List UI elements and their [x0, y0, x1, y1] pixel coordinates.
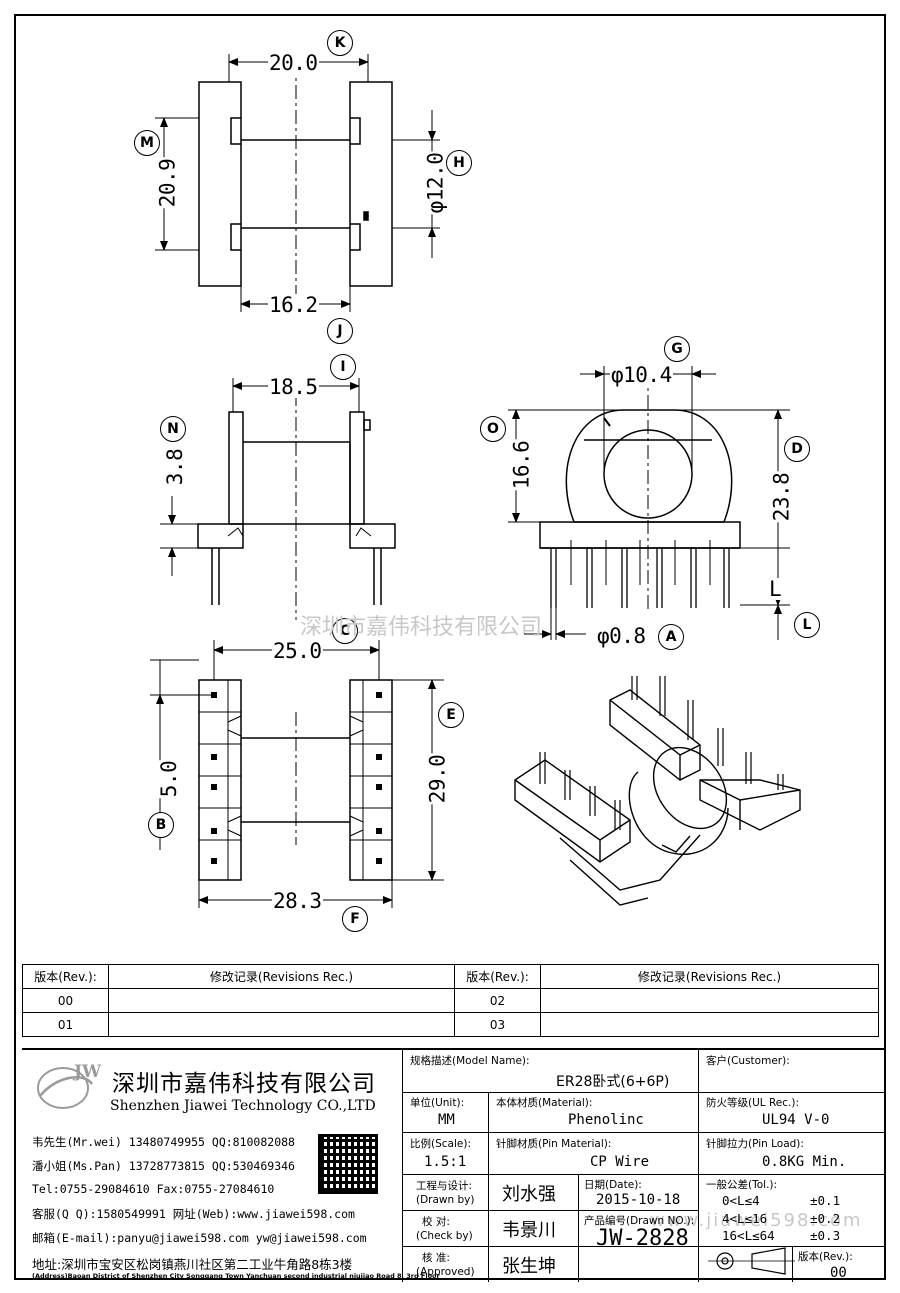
ul-label: 防火等级(UL Rec.):	[706, 1097, 799, 1109]
tol-range-1: 0<L≤4	[722, 1193, 760, 1208]
dim-f: 28.3	[272, 889, 323, 913]
callout-f: F	[342, 906, 368, 932]
callout-l: L	[794, 612, 820, 638]
drawn-label-en: (Drawn by)	[416, 1194, 475, 1206]
dim-o: 16.6	[509, 439, 534, 491]
callout-k: K	[327, 30, 353, 56]
rev-cell: 01	[22, 1012, 109, 1037]
rec-header-right: 修改记录(Revisions Rec.)	[540, 964, 879, 989]
address-cn: 地址:深圳市宝安区松岗镇燕川社区第二工业牛角路8栋3楼	[32, 1257, 353, 1272]
callout-a: A	[658, 624, 684, 650]
side-view	[508, 366, 790, 640]
pin-load-value: 0.8KG Min.	[762, 1154, 847, 1170]
material-value: Phenolinc	[568, 1112, 644, 1128]
rev-cell: 00	[22, 988, 109, 1013]
unit-label: 单位(Unit):	[410, 1097, 465, 1109]
watermark-corner: www.jiawei598.com	[650, 1210, 863, 1231]
dim-k: 20.0	[268, 51, 319, 75]
callout-c: C	[332, 618, 358, 644]
approved-label-cn: 核 准:	[422, 1252, 450, 1264]
tol-label: 一般公差(Tol.):	[706, 1179, 778, 1191]
rev-cell: 02	[454, 988, 541, 1013]
drawn-value: 刘水强	[502, 1184, 556, 1205]
address-en: (Address)Baoan District of Shenzhen City…	[32, 1272, 440, 1280]
dim-a: φ0.8	[596, 624, 647, 648]
callout-n: N	[160, 416, 186, 442]
callout-i: I	[330, 354, 356, 380]
dim-g: φ10.4	[610, 363, 673, 387]
check-value: 韦景川	[502, 1220, 556, 1241]
qr-code-icon	[318, 1134, 378, 1194]
tol-value-2: ±0.2	[810, 1211, 841, 1226]
revisions-table: 版本(Rev.): 修改记录(Revisions Rec.) 版本(Rev.):…	[22, 964, 879, 1037]
projection-symbol	[708, 1247, 795, 1275]
rev-label: 版本(Rev.):	[798, 1251, 853, 1263]
pin-material-value: CP Wire	[590, 1154, 650, 1170]
tol-value-3: ±0.3	[810, 1228, 841, 1243]
dim-e: 29.0	[425, 753, 450, 805]
drawing-frame	[14, 14, 886, 1280]
approved-value: 张生坤	[502, 1256, 556, 1277]
approved-label-en: (Approved)	[416, 1266, 475, 1278]
dim-d: 23.8	[769, 471, 794, 523]
rev-value: 00	[830, 1265, 847, 1281]
dim-i: 18.5	[268, 375, 319, 399]
dim-c: 25.0	[272, 639, 323, 663]
dim-h: φ12.0	[423, 151, 448, 215]
company-name-cn: 深圳市嘉伟科技有限公司	[112, 1071, 376, 1097]
contact-qq-web: 客服(Q Q):1580549991 网址(Web):www.jiawei598…	[32, 1207, 355, 1221]
top-view	[155, 54, 440, 312]
drawn-label-cn: 工程与设计:	[416, 1180, 473, 1192]
callout-o: O	[480, 416, 506, 442]
contact-tel-fax: Tel:0755-29084610 Fax:0755-27084610	[32, 1182, 275, 1196]
model-label: 规格描述(Model Name):	[410, 1055, 530, 1067]
callout-e: E	[438, 702, 464, 728]
callout-m: M	[134, 130, 160, 156]
tol-range-2: 4<L≤16	[722, 1211, 768, 1226]
callout-d: D	[784, 436, 810, 462]
callout-g: G	[664, 336, 690, 362]
date-value: 2015-10-18	[596, 1192, 681, 1208]
title-block: JW 深圳市嘉伟科技有限公司 Shenzhen Jiawei Technolog…	[22, 1048, 886, 1282]
company-logo-mark	[37, 1067, 94, 1109]
contact-email: 邮箱(E-mail):panyu@jiawei598.com yw@jiawei…	[32, 1231, 367, 1245]
isometric-view	[514, 676, 801, 906]
rec-header-left: 修改记录(Revisions Rec.)	[108, 964, 455, 989]
scale-label: 比例(Scale):	[410, 1138, 471, 1150]
dim-l: L	[768, 577, 783, 601]
check-label-en: (Check by)	[416, 1230, 473, 1242]
check-label-cn: 校 对:	[422, 1216, 450, 1228]
scale-value: 1.5:1	[424, 1154, 467, 1170]
company-name-en: Shenzhen Jiawei Technology CO.,LTD	[110, 1098, 376, 1114]
customer-label: 客户(Customer):	[706, 1055, 790, 1067]
drawn-no-label: 产品编号(Drawn NO.):	[584, 1215, 695, 1227]
front-view	[160, 378, 396, 620]
pin-material-label: 针脚材质(Pin Material):	[496, 1138, 612, 1150]
date-label: 日期(Date):	[584, 1179, 642, 1191]
rev-cell: 03	[454, 1012, 541, 1037]
dim-m: 20.9	[155, 157, 180, 209]
callout-h: H	[446, 150, 472, 176]
ul-value: UL94 V-0	[762, 1112, 830, 1128]
dim-j: 16.2	[268, 293, 319, 317]
pin-load-label: 针脚拉力(Pin Load):	[706, 1138, 804, 1150]
contact-pan: 潘小姐(Ms.Pan) 13728773815 QQ:530469346	[32, 1159, 295, 1173]
rev-header-left: 版本(Rev.):	[22, 964, 109, 989]
bottom-view	[150, 640, 444, 908]
watermark-center: 深圳市嘉伟科技有限公司	[300, 615, 543, 640]
contact-wei: 韦先生(Mr.wei) 13480749955 QQ:810082088	[32, 1135, 295, 1149]
logo-text: JW	[74, 1062, 102, 1082]
unit-value: MM	[438, 1112, 455, 1128]
callout-j: J	[327, 318, 353, 344]
rev-header-right: 版本(Rev.):	[454, 964, 541, 989]
dim-n: 3.8	[163, 447, 188, 487]
dim-b: 5.0	[157, 759, 182, 799]
tol-range-3: 16<L≤64	[722, 1228, 775, 1243]
model-value: ER28卧式(6+6P)	[556, 1074, 670, 1090]
drawn-no-value: JW-2828	[596, 1226, 689, 1251]
callout-b: B	[148, 812, 174, 838]
material-label: 本体材质(Material):	[496, 1097, 593, 1109]
tol-value-1: ±0.1	[810, 1193, 841, 1208]
